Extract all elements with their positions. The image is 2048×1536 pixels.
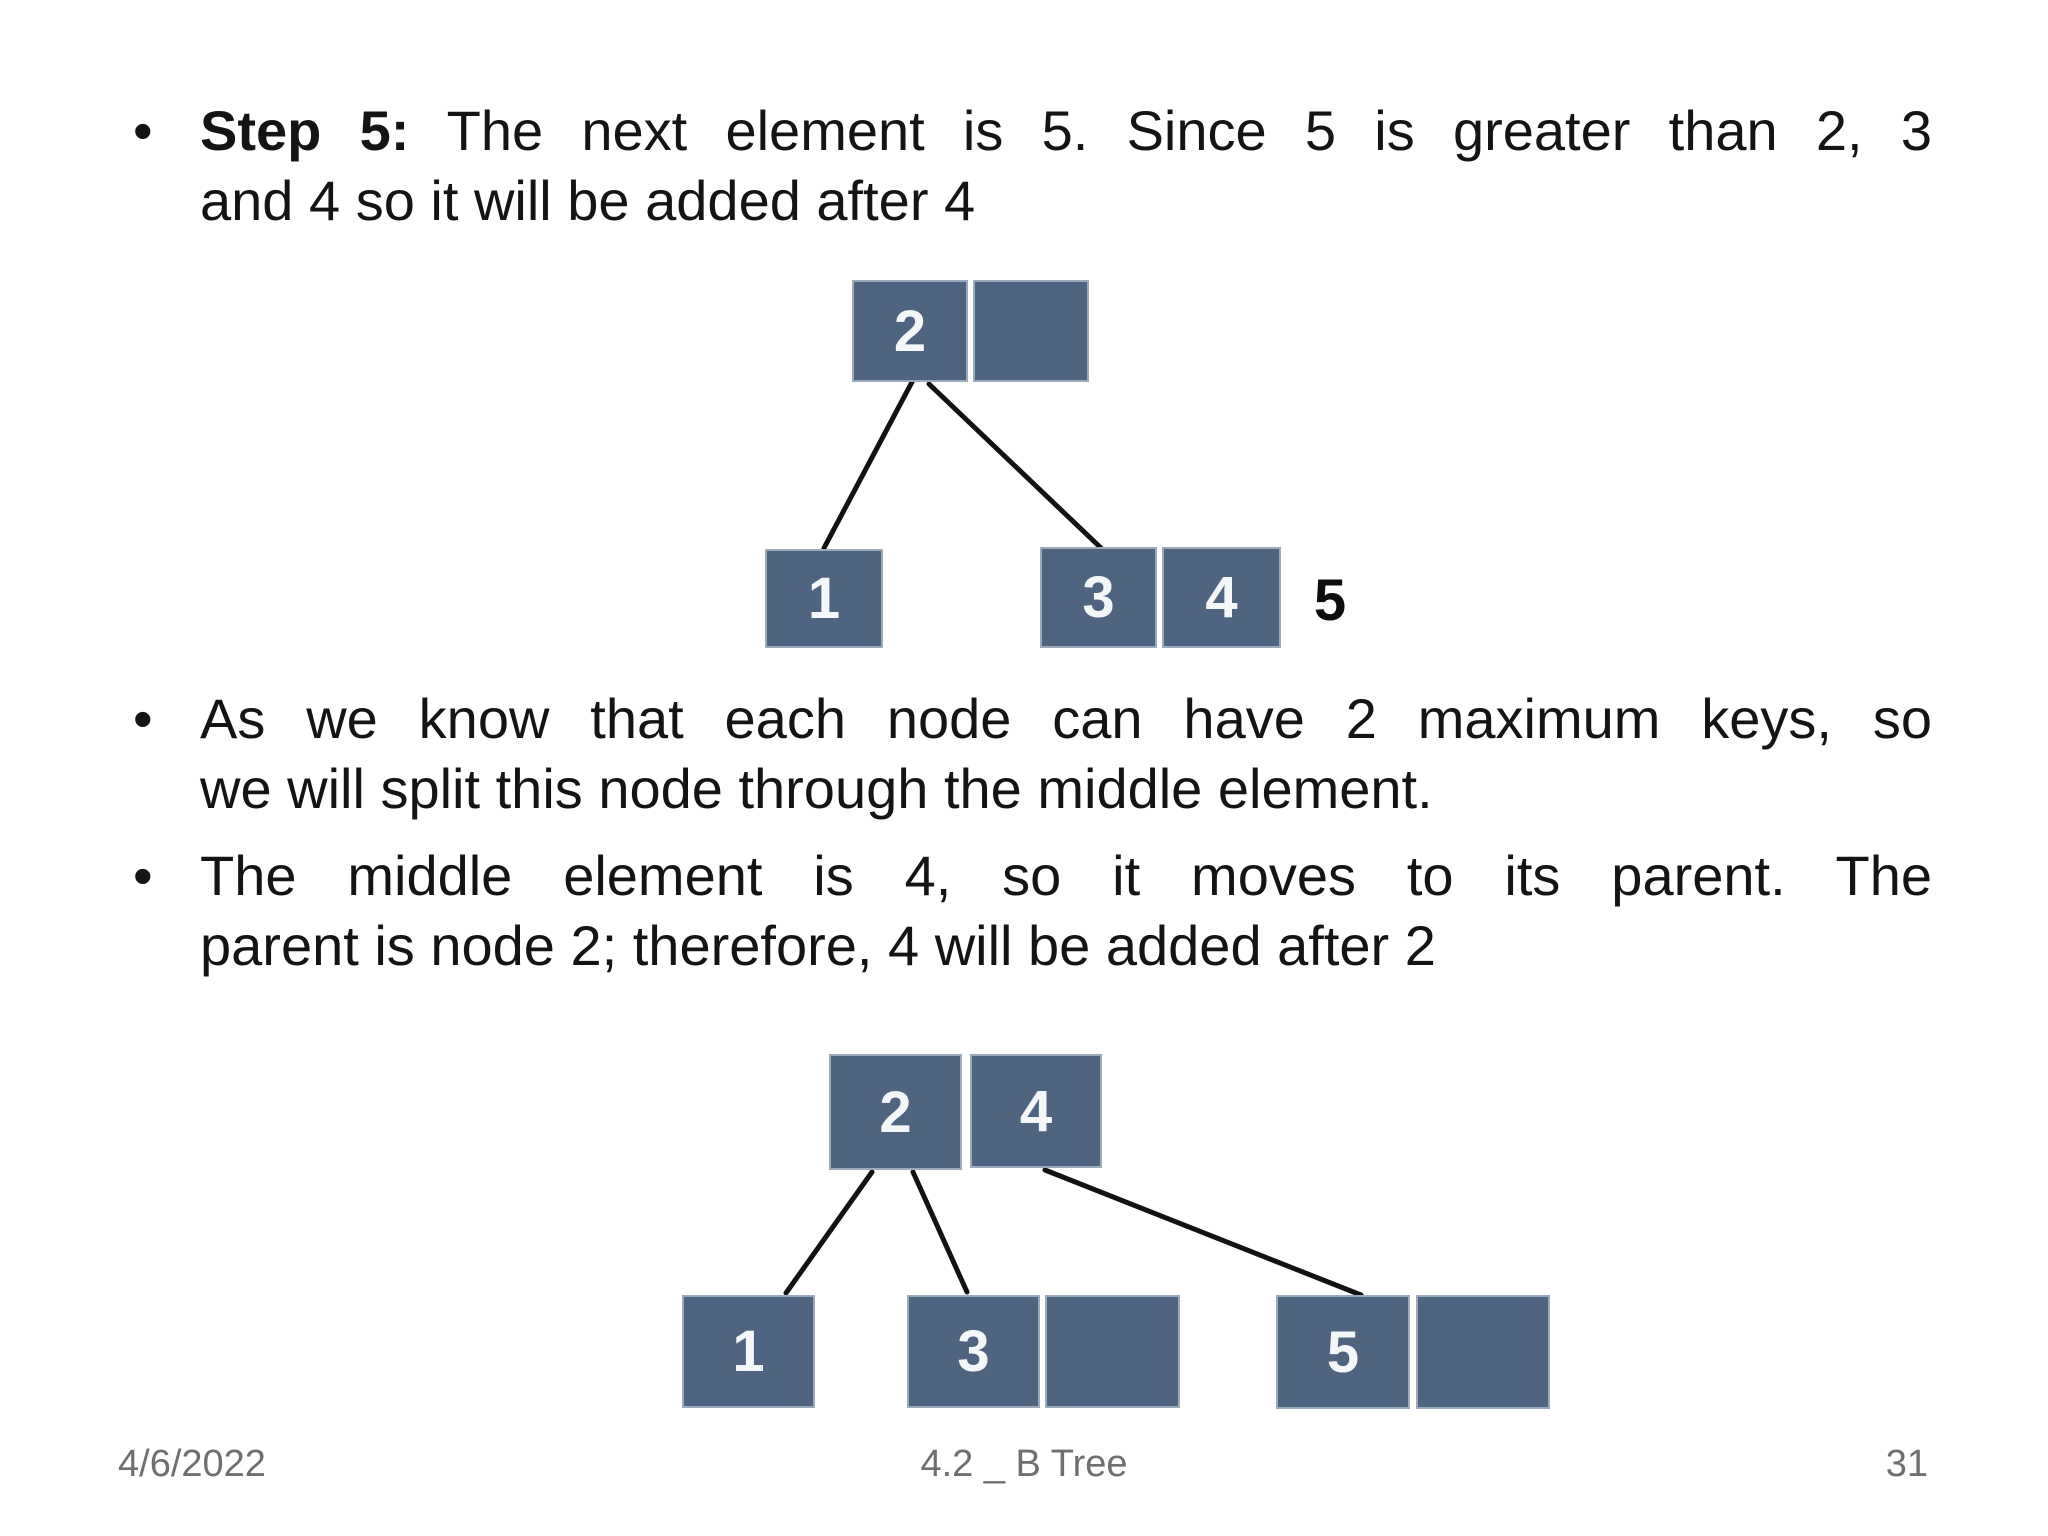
tree1-pending-key: 5 <box>1313 568 1347 633</box>
tree1-edge-left <box>821 379 915 551</box>
bullet-middle-line2: parent is node 2; therefore, 4 will be a… <box>200 914 1436 977</box>
footer-page-number: 31 <box>1885 1443 1928 1485</box>
bullet-middle-line1: The middle element is 4, so it moves to … <box>200 844 1932 907</box>
step5-label: Step 5: <box>200 99 410 162</box>
bullet-marker: • <box>133 844 153 907</box>
bullet-marker: • <box>133 687 153 750</box>
bullet-step5: • Step 5: The next element is 5. Since 5… <box>133 96 1932 236</box>
tree1-left-child-cell-1: 1 <box>765 549 883 648</box>
tree2-edge-right <box>1042 1167 1364 1298</box>
tree2-left-child-cell-1: 1 <box>682 1295 815 1408</box>
bullet-marker: • <box>133 99 153 162</box>
tree2-right-child-cell-1: 5 <box>1276 1295 1410 1409</box>
footer-title: 4.2 _ B Tree <box>920 1443 1128 1485</box>
step5-text: The next element is 5. Since 5 is greate… <box>446 99 1932 162</box>
bullet-split-line2: we will split this node through the midd… <box>200 757 1433 820</box>
tree2-root-cell-1: 2 <box>829 1054 962 1170</box>
tree2-middle-child-cell-2 <box>1045 1295 1180 1408</box>
tree2-edge-middle <box>910 1169 970 1295</box>
bullet-step5-line2: and 4 so it will be added after 4 <box>200 169 976 232</box>
bullet-split-rule: • As we know that each node can have 2 m… <box>133 684 1932 824</box>
footer-date: 4/6/2022 <box>118 1443 266 1485</box>
bullet-middle-element: • The middle element is 4, so it moves t… <box>133 841 1932 981</box>
tree2-edge-left <box>783 1169 875 1296</box>
tree1-right-child-cell-2: 4 <box>1162 547 1281 648</box>
tree1-edge-right <box>926 381 1104 551</box>
tree2-right-child-cell-2 <box>1416 1295 1550 1409</box>
tree1-root-cell-1: 2 <box>852 280 968 382</box>
tree2-root-cell-2: 4 <box>970 1054 1102 1168</box>
tree1-right-child-cell-1: 3 <box>1040 547 1157 648</box>
tree2-middle-child-cell-1: 3 <box>907 1295 1040 1408</box>
tree1-root-cell-2 <box>973 280 1089 382</box>
bullet-step5-line1: Step 5: The next element is 5. Since 5 i… <box>200 96 1932 166</box>
bullet-split-line1: As we know that each node can have 2 max… <box>200 687 1932 750</box>
